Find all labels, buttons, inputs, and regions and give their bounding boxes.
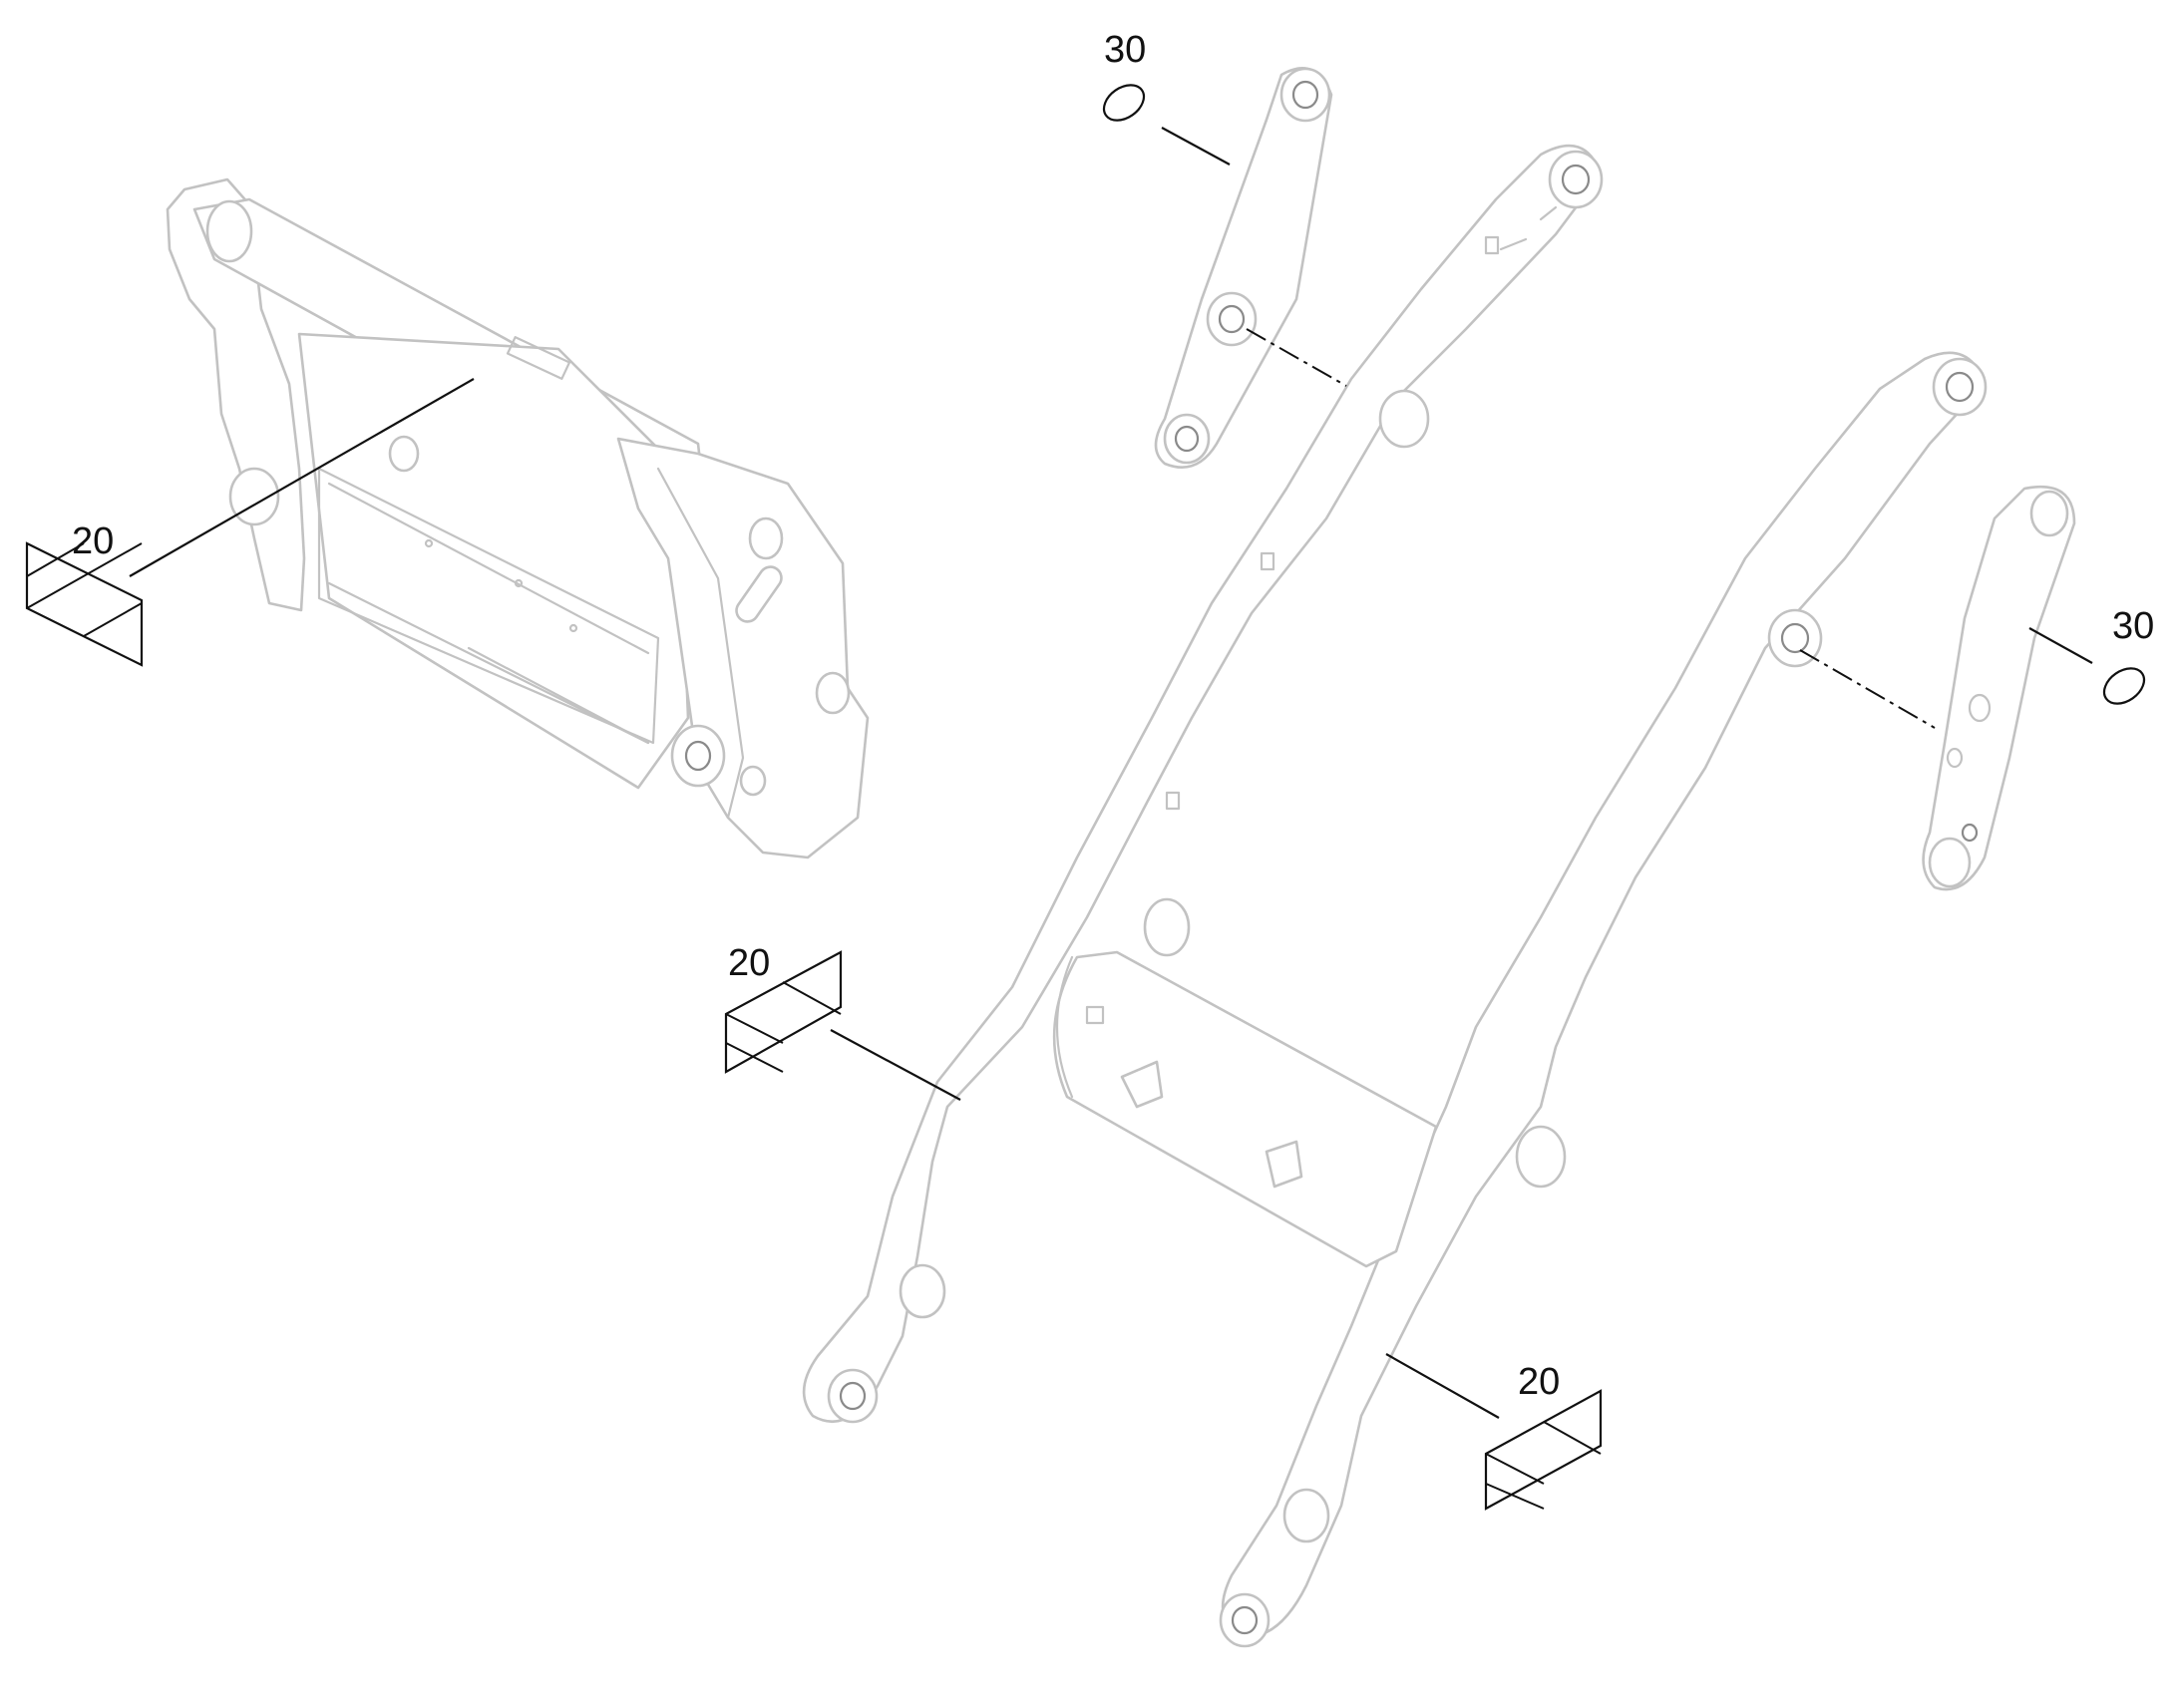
decal-symbol-right-arm: [1484, 1389, 1603, 1511]
callout-decal-left-arm: 20: [728, 942, 770, 984]
leader-decal-left-arm: [830, 1029, 961, 1101]
quick-coupler-frame: [166, 177, 870, 859]
centerline-upper-link: [1246, 328, 1347, 387]
centerline-right-link: [1799, 649, 1936, 729]
callout-decal-right-arm: 20: [1518, 1361, 1560, 1403]
decal-symbol-left-arm: [724, 950, 843, 1074]
upper-link-arm: [1154, 67, 1333, 469]
decal-symbol-attachment: [25, 541, 144, 667]
lift-arm-assembly: [802, 144, 1988, 1648]
callout-decal-attachment: 20: [72, 520, 114, 562]
leader-decal-right-arm: [1385, 1353, 1500, 1419]
callout-plug-upper-link: 30: [1104, 29, 1146, 71]
plug-upper-link: [1102, 84, 1146, 122]
right-link-arm: [1922, 485, 2076, 891]
leader-plug-upper-link: [1161, 127, 1231, 166]
leader-plug-right-link: [2028, 627, 2093, 664]
plug-right-link: [2102, 667, 2146, 705]
leader-decal-attachment: [129, 378, 475, 577]
callout-plug-right-link: 30: [2112, 605, 2154, 647]
